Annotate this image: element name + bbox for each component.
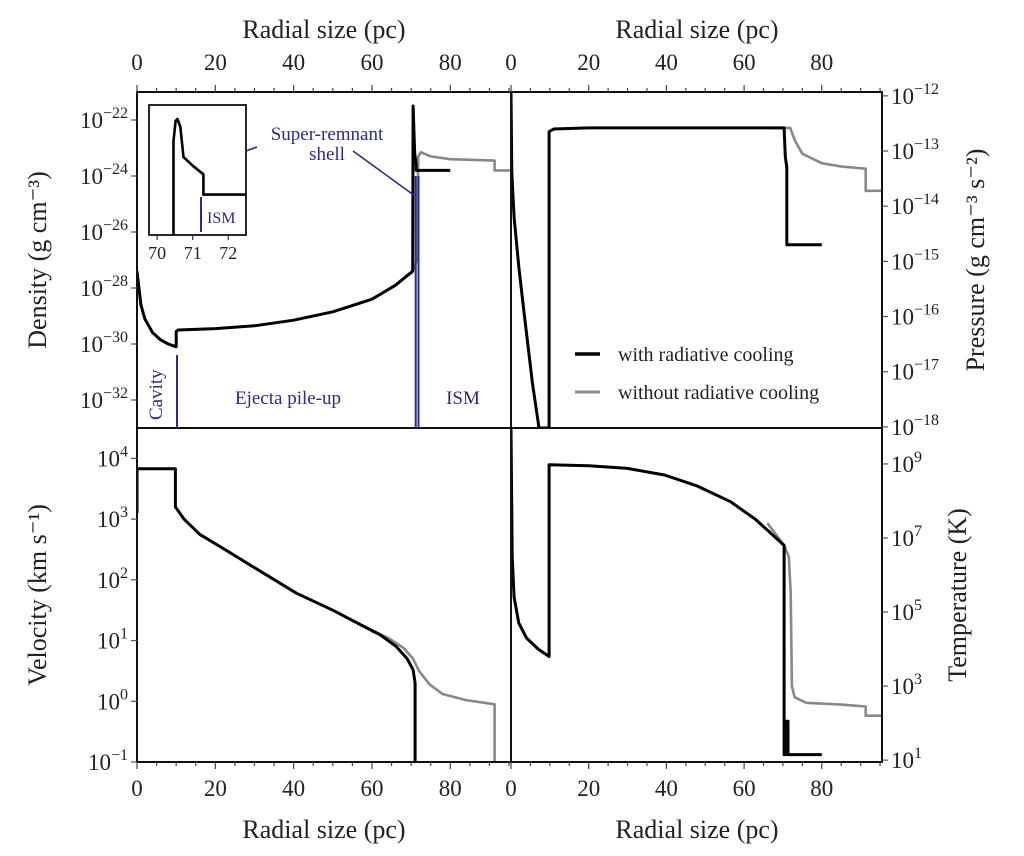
density-y-tick-label: 10−30 (80, 329, 128, 357)
x-tick-label: 20 (577, 50, 600, 75)
velocity-y-tick-label: 101 (97, 626, 128, 654)
pressure-y-tick-label: 10−12 (891, 81, 939, 109)
bottom-x-axis-label-left: Radial size (pc) (242, 815, 405, 844)
temperature-y-tick-label: 109 (891, 449, 922, 477)
temperature-y-tick-label: 101 (891, 745, 922, 773)
x-tick-label: 80 (439, 776, 462, 801)
density-inset: ISM 70 71 72 (148, 104, 247, 263)
velocity-y-tick-label: 10−1 (88, 747, 128, 775)
velocity-y-tick-label: 100 (97, 686, 128, 714)
velocity-series-with-cooling (137, 467, 417, 762)
x-tick-label: 20 (204, 776, 227, 801)
velocity-panel-series (137, 467, 496, 762)
density-y-tick-label: 10−24 (80, 161, 128, 189)
temperature-series-with-cooling (511, 428, 822, 757)
x-tick-label: 40 (655, 776, 678, 801)
data-layer (137, 92, 882, 762)
x-tick-label: 80 (810, 776, 833, 801)
temperature-panel-frame (510, 427, 883, 763)
pressure-y-tick-label: 10−14 (891, 191, 939, 219)
x-tick-label: 40 (282, 776, 305, 801)
density-axis-label: Density (g cm⁻³) (23, 171, 52, 348)
shell-pointer-main (352, 150, 416, 197)
x-tick-label: 80 (810, 50, 833, 75)
x-tick-label: 0 (131, 50, 143, 75)
pressure-series-with-cooling (511, 92, 822, 428)
top-x-axis-label-left: Radial size (pc) (242, 15, 405, 44)
inset-x-tick-label: 72 (219, 243, 237, 263)
legend: with radiative cooling without radiative… (575, 344, 819, 404)
density-y-tick-label: 10−22 (80, 105, 128, 133)
temperature-axis-label: Temperature (K) (943, 508, 972, 682)
density-y-tick-label: 10−26 (80, 217, 128, 245)
inset-series-group (172, 117, 246, 235)
velocity-panel-frame (136, 427, 512, 763)
density-series-with-cooling (137, 104, 451, 349)
bottom-x-axis-label-right: Radial size (pc) (615, 815, 778, 844)
inset-ism-label: ISM (207, 210, 235, 227)
velocity-y-tick-label: 104 (97, 443, 128, 471)
temperature-series-without-cooling (766, 522, 882, 717)
temperature-y-tick-label: 105 (891, 597, 922, 625)
inset-x-ticks: 70 71 72 (148, 235, 237, 263)
x-tick-label: 0 (131, 776, 143, 801)
inset-data (172, 117, 246, 235)
shell-label: shell (309, 144, 345, 165)
ejecta-pile-up-label: Ejecta pile-up (235, 388, 341, 409)
x-tick-label: 60 (360, 50, 383, 75)
velocity-y-tick-label: 102 (97, 565, 128, 593)
pressure-y-tick-label: 10−18 (891, 412, 939, 440)
pressure-axis-label: Pressure (g cm⁻³ s⁻²) (961, 149, 990, 372)
inset-series-with-cooling (172, 117, 246, 235)
x-tick-label: 20 (577, 776, 600, 801)
x-tick-label: 40 (655, 50, 678, 75)
velocity-series-without-cooling (371, 630, 496, 762)
pressure-panel-frame (510, 91, 883, 429)
x-tick-label: 60 (733, 50, 756, 75)
ism-label: ISM (446, 388, 480, 409)
pressure-y-tick-label: 10−17 (891, 357, 939, 385)
inset-x-tick-label: 70 (148, 243, 166, 263)
pressure-series-without-cooling (767, 126, 882, 193)
pressure-y-tick-label: 10−13 (891, 136, 939, 164)
density-y-tick-label: 10−28 (80, 273, 128, 301)
inset-x-tick-label: 71 (184, 243, 202, 263)
x-tick-label: 40 (282, 50, 305, 75)
pressure-panel-series (511, 92, 882, 428)
legend-label-without-cooling: without radiative cooling (618, 382, 819, 404)
temperature-y-tick-label: 103 (891, 671, 922, 699)
x-tick-label: 60 (733, 776, 756, 801)
x-tick-label: 60 (360, 776, 383, 801)
velocity-axis-label: Velocity (km s⁻¹) (23, 504, 52, 686)
x-tick-label: 20 (204, 50, 227, 75)
temperature-panel-series (511, 428, 882, 757)
velocity-y-tick-label: 103 (97, 504, 128, 532)
pressure-y-tick-label: 10−15 (891, 246, 939, 274)
x-tick-label: 0 (505, 776, 517, 801)
x-tick-label: 0 (505, 50, 517, 75)
pressure-y-tick-label: 10−16 (891, 302, 939, 330)
super-remnant-label: Super-remnant (271, 124, 384, 145)
temperature-y-tick-label: 107 (891, 523, 922, 551)
cavity-label: Cavity (146, 369, 167, 420)
legend-label-with-cooling: with radiative cooling (618, 344, 794, 366)
top-x-axis-label-right: Radial size (pc) (615, 15, 778, 44)
x-tick-label: 80 (439, 50, 462, 75)
density-y-tick-label: 10−32 (80, 385, 128, 413)
